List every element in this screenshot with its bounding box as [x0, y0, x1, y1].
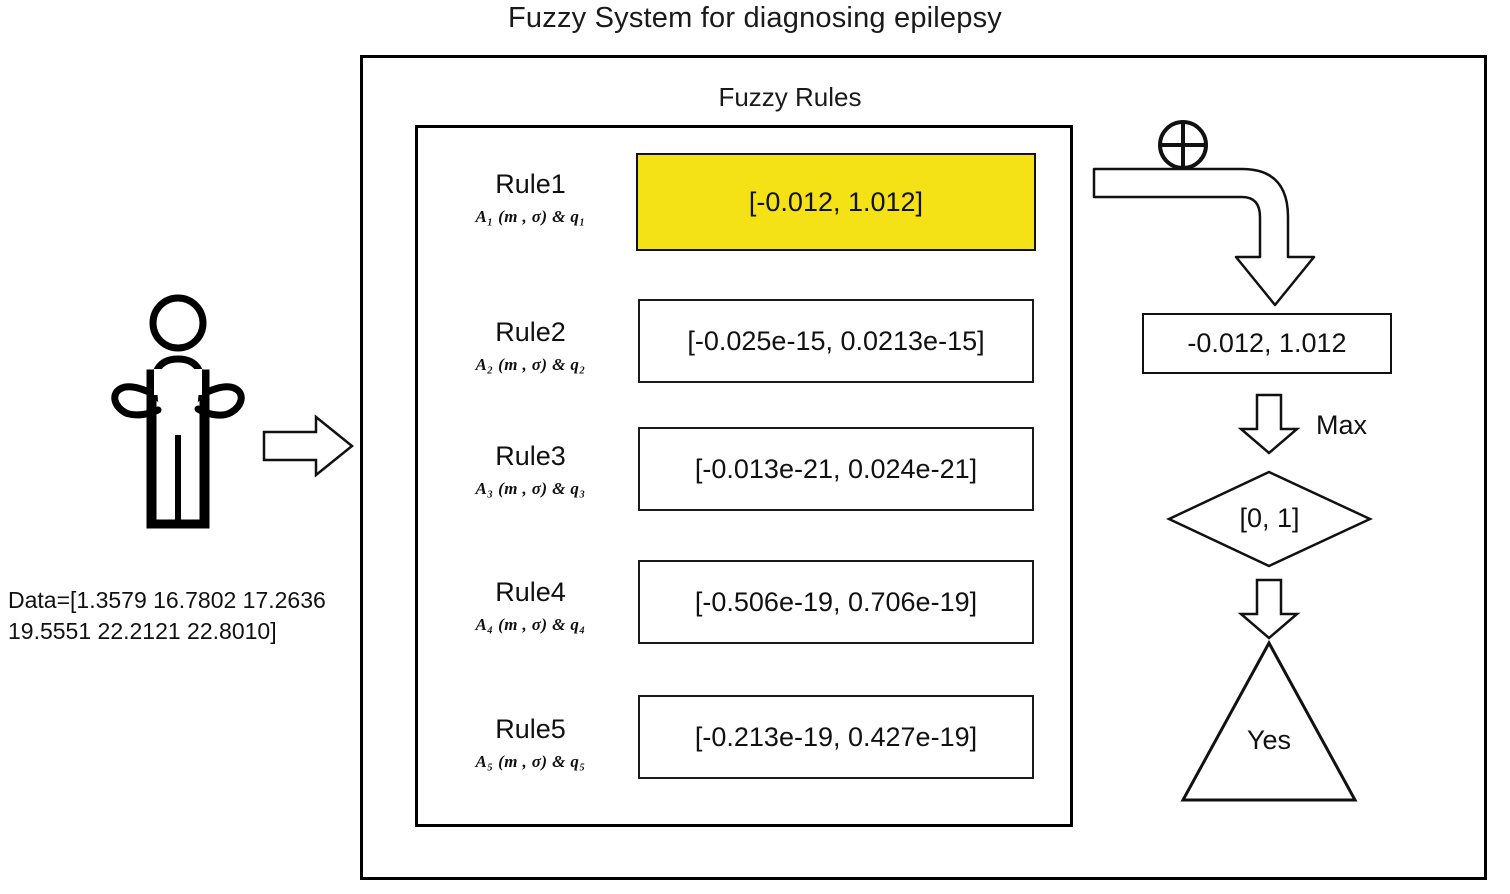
rule-formula: A₅ (m , σ) & q₅ — [475, 752, 586, 772]
rule-formula: A₁ (m , σ) & q₁ — [475, 207, 586, 227]
rule-interval-box[interactable]: [-0.012, 1.012] — [636, 153, 1036, 251]
rule-formula: A₃ (m , σ) & q₃ — [475, 479, 586, 499]
aggregated-output-box[interactable]: -0.012, 1.012 — [1142, 313, 1392, 374]
input-data-text: Data=[1.3579 16.7802 17.2636 19.5551 22.… — [8, 587, 326, 644]
rule-name: Rule5 — [495, 714, 566, 744]
rule-formula: A₄ (m , σ) & q₄ — [475, 615, 586, 635]
decision-diamond[interactable] — [1166, 470, 1373, 568]
decision-diamond-label: [0, 1] — [1239, 503, 1300, 533]
rule-name: Rule1 — [495, 169, 566, 199]
down-arrow-icon — [1237, 393, 1301, 455]
rule-interval-box[interactable]: [-0.013e-21, 0.024e-21] — [638, 427, 1034, 511]
max-label: Max — [1316, 410, 1368, 440]
rule-interval-box[interactable]: [-0.213e-19, 0.427e-19] — [638, 695, 1034, 779]
result-triangle[interactable] — [1180, 639, 1358, 803]
page-title: Fuzzy System for diagnosing epilepsy — [508, 2, 1002, 34]
fuzzy-rules-label: Fuzzy Rules — [718, 82, 862, 112]
rule-name: Rule2 — [495, 317, 566, 347]
person-icon — [96, 294, 261, 530]
down-arrow-icon — [1237, 578, 1301, 640]
right-arrow-icon — [262, 414, 354, 478]
rule-interval-box[interactable]: [-0.025e-15, 0.0213e-15] — [638, 299, 1034, 383]
result-label: Yes — [1246, 725, 1292, 755]
elbow-down-arrow-icon — [1092, 165, 1322, 310]
rule-interval-box[interactable]: [-0.506e-19, 0.706e-19] — [638, 560, 1034, 644]
rule-name: Rule3 — [495, 441, 566, 471]
rule-formula: A₂ (m , σ) & q₂ — [475, 355, 586, 375]
rule-name: Rule4 — [495, 577, 566, 607]
